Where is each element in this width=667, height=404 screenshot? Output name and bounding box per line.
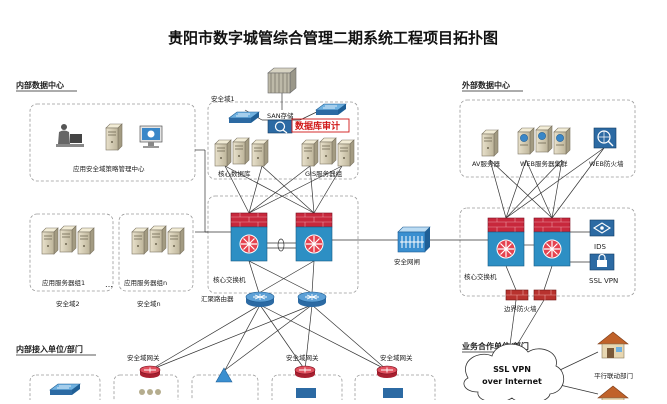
access-users-icon — [139, 389, 161, 395]
app-1-server-3 — [77, 227, 95, 255]
label-policy-center: 应用安全域策略管理中心 — [73, 164, 145, 173]
gateway-router-3 — [376, 365, 398, 379]
label-ellipsis: … — [105, 280, 113, 289]
ext-core-switch-left — [487, 217, 525, 267]
access-box-1 — [29, 374, 101, 404]
label-ext-core-switch: 核心交换机 — [464, 272, 497, 281]
access-box-5 — [354, 374, 436, 404]
label-security-gateway: 安全网闸 — [394, 257, 420, 266]
label-domain-gateway-1: 安全域网关 — [127, 353, 160, 362]
web-server-2 — [535, 125, 553, 153]
external-servers-box — [459, 99, 636, 178]
app-n-server-3 — [167, 227, 185, 255]
gis-server-2 — [319, 137, 337, 165]
db-audit-device — [267, 119, 293, 134]
label-app-group-1: 应用服务器组1 — [42, 278, 85, 287]
border-firewall-left — [505, 289, 529, 301]
core-db-server-2 — [232, 137, 250, 165]
access-box-2 — [113, 374, 179, 404]
section-internal-dc: 内部数据中心 — [16, 80, 64, 90]
policy-server — [105, 123, 123, 151]
gateway-router-2 — [294, 365, 316, 379]
aggregation-router-left — [245, 291, 275, 308]
label-security-domain-n: 安全域n — [137, 299, 161, 308]
border-firewall-right — [533, 289, 557, 301]
label-security-domain-2: 安全域2 — [56, 299, 80, 308]
admin-person-icon — [56, 124, 84, 147]
web-firewall-device — [593, 127, 617, 149]
section-external-dc: 外部数据中心 — [462, 80, 510, 90]
core-switch-left — [230, 212, 268, 262]
label-border-firewall: 边界防火墙 — [504, 304, 537, 313]
label-ids: IDS — [594, 243, 606, 251]
policy-monitor-icon — [139, 125, 163, 148]
label-domain-gateway-3: 安全域网关 — [380, 353, 413, 362]
ids-device — [589, 219, 615, 237]
label-gis-cluster: GIS服务器组 — [305, 169, 343, 178]
gis-server-1 — [301, 139, 319, 167]
diagram-title: 贵阳市数字城管综合管理二期系统工程项目拓扑图 — [168, 29, 498, 47]
label-ssl-vpn: SSL VPN — [589, 277, 618, 285]
policy-center-box — [29, 103, 196, 182]
label-aggregation-router: 汇聚路由器 — [201, 294, 234, 303]
label-web-firewall: WEB防火墙 — [589, 159, 624, 168]
access-monitor-icon — [296, 388, 316, 398]
app-group-1-box — [29, 213, 114, 292]
gis-server-3 — [337, 139, 355, 167]
label-domain-gateway-2: 安全域网关 — [286, 353, 319, 362]
access-pc-icon — [383, 388, 403, 398]
label-db-audit: 数据库审计 — [295, 120, 340, 132]
label-cloud-line1: SSL VPN — [493, 365, 531, 374]
access-ap-icon — [215, 367, 233, 383]
access-box-4 — [271, 374, 343, 404]
gateway-router-1 — [139, 365, 161, 379]
app-n-server-2 — [149, 225, 167, 253]
security-gateway-device — [397, 226, 431, 253]
label-san-storage: SAN存储 — [267, 111, 294, 120]
ext-core-switch-right — [533, 217, 571, 267]
label-cloud-line2: over Internet — [482, 377, 542, 386]
ssl-vpn-device — [589, 253, 615, 271]
house-icon-2 — [597, 385, 629, 404]
core-db-server-1 — [214, 139, 232, 167]
security-domain-1-box — [207, 101, 359, 180]
app-1-server-1 — [41, 227, 59, 255]
san-storage — [267, 67, 297, 94]
internet-cloud — [463, 343, 564, 404]
san-switch-right — [315, 103, 347, 116]
label-core-db: 核心数据库 — [218, 169, 251, 178]
av-server — [481, 129, 499, 157]
app-1-server-2 — [59, 225, 77, 253]
access-switch-1 — [49, 383, 81, 396]
web-server-3 — [553, 127, 571, 155]
app-n-server-1 — [131, 227, 149, 255]
db-audit-highlight — [291, 118, 350, 133]
app-group-n-box — [118, 213, 194, 292]
section-business-partner: 业务合作单位/部门 — [462, 341, 529, 351]
web-server-1 — [517, 127, 535, 155]
label-linkage-dept: 平行联动部门 — [594, 371, 633, 380]
label-web-cluster: WEB服务器集群 — [520, 159, 568, 168]
san-switch-left — [228, 111, 260, 124]
house-icon-1 — [597, 331, 629, 359]
label-app-group-n: 应用服务器组n — [124, 278, 167, 287]
aggregation-router-right — [297, 291, 327, 308]
label-security-domain-1: 安全域1 — [211, 94, 235, 103]
core-switch-right — [295, 212, 333, 262]
core-db-server-3 — [251, 139, 269, 167]
label-av-server: AV服务器 — [472, 159, 500, 168]
section-internal-access: 内部接入单位/部门 — [16, 344, 83, 354]
label-core-switch: 核心交换机 — [213, 275, 246, 284]
